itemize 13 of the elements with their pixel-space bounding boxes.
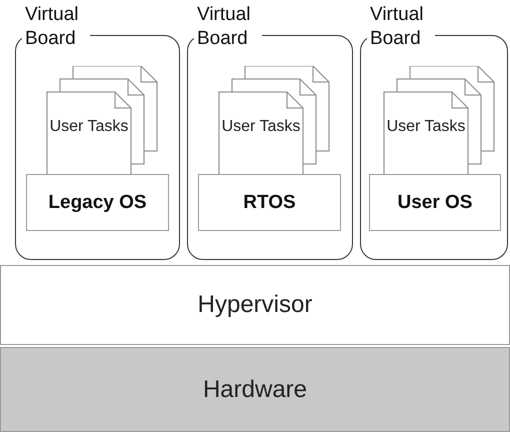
layer-band bbox=[0, 347, 510, 432]
task-label: User Tasks bbox=[386, 117, 466, 137]
os-box bbox=[198, 174, 341, 231]
os-box bbox=[369, 174, 501, 231]
task-label: User Tasks bbox=[48, 117, 130, 137]
task-label: User Tasks bbox=[220, 117, 302, 137]
layer-label: Hardware bbox=[202, 376, 308, 404]
layer-label: Hypervisor bbox=[198, 291, 312, 319]
os-label: User OS bbox=[398, 192, 472, 214]
layer-band bbox=[0, 265, 510, 345]
os-label: RTOS bbox=[243, 192, 296, 214]
os-label: Legacy OS bbox=[48, 192, 147, 214]
os-box bbox=[26, 174, 169, 231]
